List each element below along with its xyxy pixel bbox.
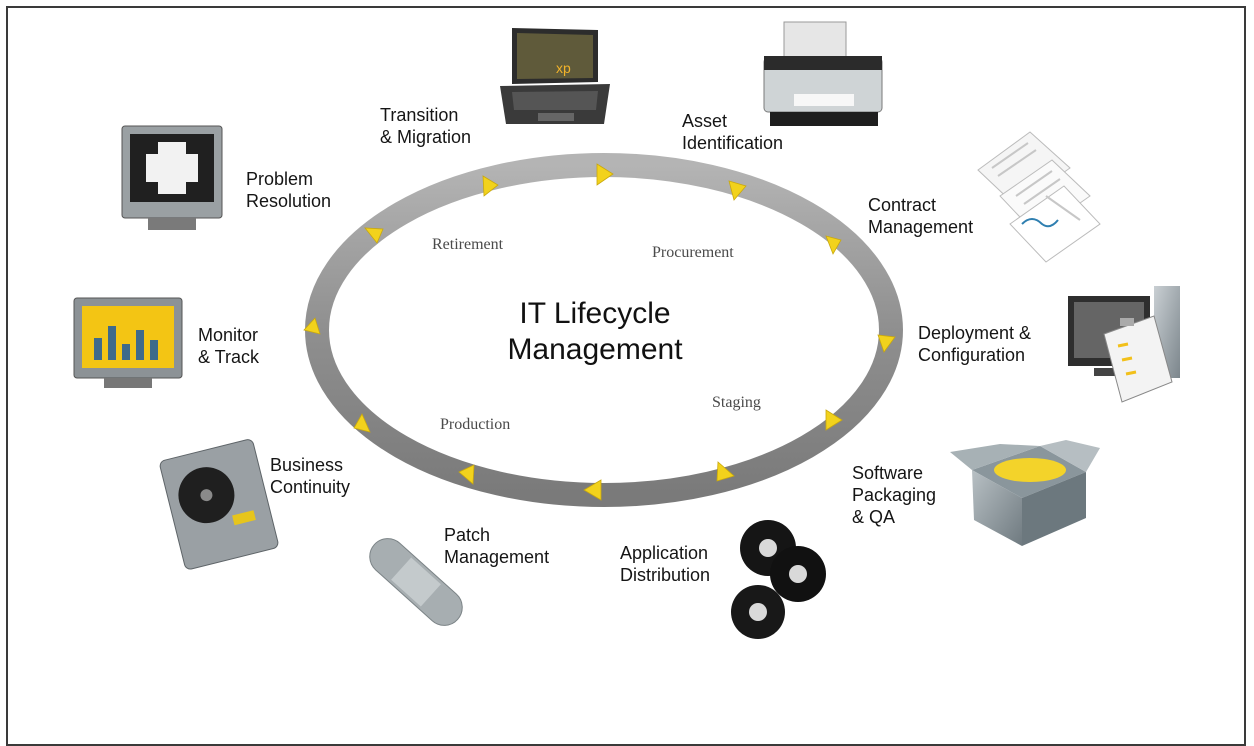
label-deployment-configuration: Deployment & Configuration <box>918 323 1032 365</box>
ring-arrow <box>728 180 747 201</box>
ring-arrow <box>825 235 842 255</box>
center-title-line2: Management <box>507 333 683 366</box>
cd-discs-icon <box>731 520 826 639</box>
ring-arrow <box>583 479 602 501</box>
label-asset-identification: Asset Identification <box>682 111 784 153</box>
ring-arrows <box>303 163 896 501</box>
label-problem-resolution: Problem Resolution <box>246 169 332 211</box>
printer-icon <box>763 21 883 126</box>
ring-arrow <box>596 163 614 186</box>
label-application-distribution: Application Distribution <box>620 543 711 585</box>
label-software-packaging: Software Packaging & QA <box>852 463 937 527</box>
documents-icon <box>977 131 1101 263</box>
ring-arrow <box>303 317 321 335</box>
workstation-icon <box>1068 286 1180 403</box>
ring-arrow <box>716 461 735 482</box>
ring-arrow <box>353 413 371 433</box>
label-contract-management: Contract Management <box>868 195 974 237</box>
phase-staging: Staging <box>712 394 761 411</box>
package-box-icon <box>950 440 1100 546</box>
label-business-continuity: Business Continuity <box>270 455 351 497</box>
center-title-line1: IT Lifecycle <box>519 297 671 330</box>
ring-arrow <box>364 227 384 244</box>
label-monitor-track: Monitor & Track <box>198 325 260 367</box>
phase-procurement: Procurement <box>652 244 734 261</box>
phase-retirement: Retirement <box>432 236 504 253</box>
ring-arrow <box>825 409 843 431</box>
center-title: IT Lifecycle Management <box>480 296 710 368</box>
label-transition-migration: Transition & Migration <box>380 105 472 147</box>
ring-arrow <box>877 334 896 353</box>
chart-monitor-icon <box>73 297 183 388</box>
label-patch-management: Patch Management <box>444 525 550 567</box>
laptop-icon: xp <box>500 28 610 124</box>
medical-monitor-icon <box>121 125 223 230</box>
ring-arrow <box>482 175 499 197</box>
hard-drive-icon <box>159 439 279 570</box>
bandage-icon <box>369 538 463 626</box>
laptop-screen-text: xp <box>556 60 571 76</box>
ring-arrow <box>458 464 475 485</box>
phase-production: Production <box>440 416 511 433</box>
